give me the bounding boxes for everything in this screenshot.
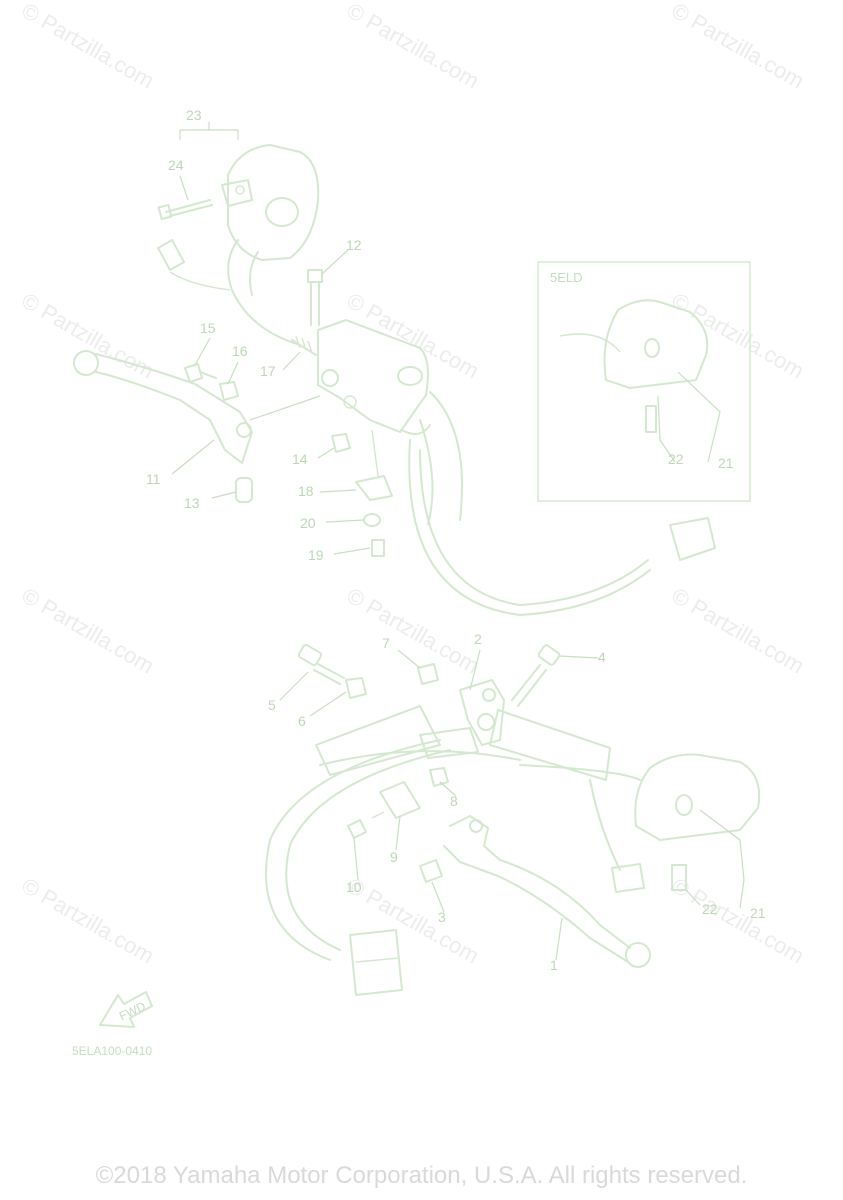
nut-14	[331, 433, 351, 453]
watermark: © Partzilla.com	[18, 0, 159, 93]
callout-6: 6	[298, 713, 306, 729]
screw-19	[371, 539, 385, 557]
watermark: © Partzilla.com	[668, 288, 809, 384]
callout-17: 17	[260, 363, 276, 379]
screw-24	[157, 199, 213, 221]
callout-10: 10	[346, 879, 362, 895]
clamp-plate	[419, 727, 479, 759]
callout-21: 21	[750, 905, 766, 921]
watermark: © Partzilla.com	[343, 873, 484, 969]
callout-14: 14	[292, 451, 308, 467]
callout-3: 3	[438, 909, 446, 925]
bolt-5	[297, 644, 345, 685]
fwd-arrow-icon: FWD	[99, 991, 153, 1028]
screw-10	[347, 819, 367, 839]
switch-18	[355, 429, 393, 501]
callout-8: 8	[450, 793, 458, 809]
callout-2: 2	[474, 631, 482, 647]
watermark: © Partzilla.com	[18, 288, 159, 384]
callout-4: 4	[598, 649, 606, 665]
collar-13	[235, 477, 253, 503]
callout-22-inset: 22	[668, 451, 684, 467]
callout-20: 20	[300, 515, 316, 531]
lever-11	[73, 350, 253, 464]
collar-3	[419, 859, 443, 883]
watermark: © Partzilla.com	[343, 0, 484, 93]
copyright-notice: ©2018 Yamaha Motor Corporation, U.S.A. A…	[95, 1162, 748, 1189]
throttle-grip	[315, 705, 611, 781]
callout-24: 24	[168, 157, 184, 173]
left-handlebar-switch	[157, 144, 320, 346]
right-wiring	[265, 739, 645, 996]
callout-19: 19	[308, 547, 324, 563]
callout-13: 13	[184, 495, 200, 511]
watermark: © Partzilla.com	[668, 0, 809, 93]
callout-18: 18	[298, 483, 314, 499]
watermark: © Partzilla.com	[343, 288, 484, 384]
left-grip-cable	[408, 391, 716, 616]
right-handlebar-switch	[634, 753, 761, 891]
washer-20	[363, 513, 381, 527]
callout-11: 11	[146, 471, 161, 487]
callout-23: 23	[186, 107, 202, 123]
callout-9: 9	[390, 849, 398, 865]
leader-lines	[171, 122, 745, 961]
callout-22: 22	[702, 901, 718, 917]
inset-5eld: 5ELD	[537, 261, 751, 502]
lever-holder	[317, 319, 431, 435]
lever-1	[443, 815, 651, 968]
spring-17	[291, 335, 317, 356]
fwd-label: FWD	[117, 999, 148, 1023]
callout-16: 16	[232, 343, 248, 359]
brake-switch-9	[371, 781, 421, 819]
bolt-4	[511, 644, 561, 707]
nut-8	[429, 767, 449, 787]
watermark: © Partzilla.com	[18, 583, 159, 679]
inset-label: 5ELD	[550, 270, 583, 285]
bolt-12	[307, 269, 323, 326]
watermarks: © Partzilla.com © Partzilla.com © Partzi…	[18, 0, 809, 968]
callout-21-inset: 21	[718, 455, 734, 471]
callout-15: 15	[200, 320, 216, 336]
callout-1: 1	[550, 957, 558, 973]
watermark: © Partzilla.com	[18, 873, 159, 969]
watermark: © Partzilla.com	[668, 873, 809, 969]
callout-5: 5	[268, 697, 276, 713]
nut-6	[345, 677, 367, 699]
callout-7: 7	[382, 635, 390, 651]
nut-16	[219, 381, 239, 401]
master-cylinder-bracket	[459, 679, 505, 746]
bolt-7	[417, 663, 439, 685]
callout-12: 12	[346, 237, 362, 253]
bolt-15	[184, 363, 217, 383]
diagram-code: 5ELA100-0410	[72, 1044, 152, 1058]
callouts: 23 24 12 15 16 17 11 13 14 18 20 19 22 2…	[146, 107, 766, 973]
watermark: © Partzilla.com	[668, 583, 809, 679]
watermark: © Partzilla.com	[343, 583, 484, 679]
